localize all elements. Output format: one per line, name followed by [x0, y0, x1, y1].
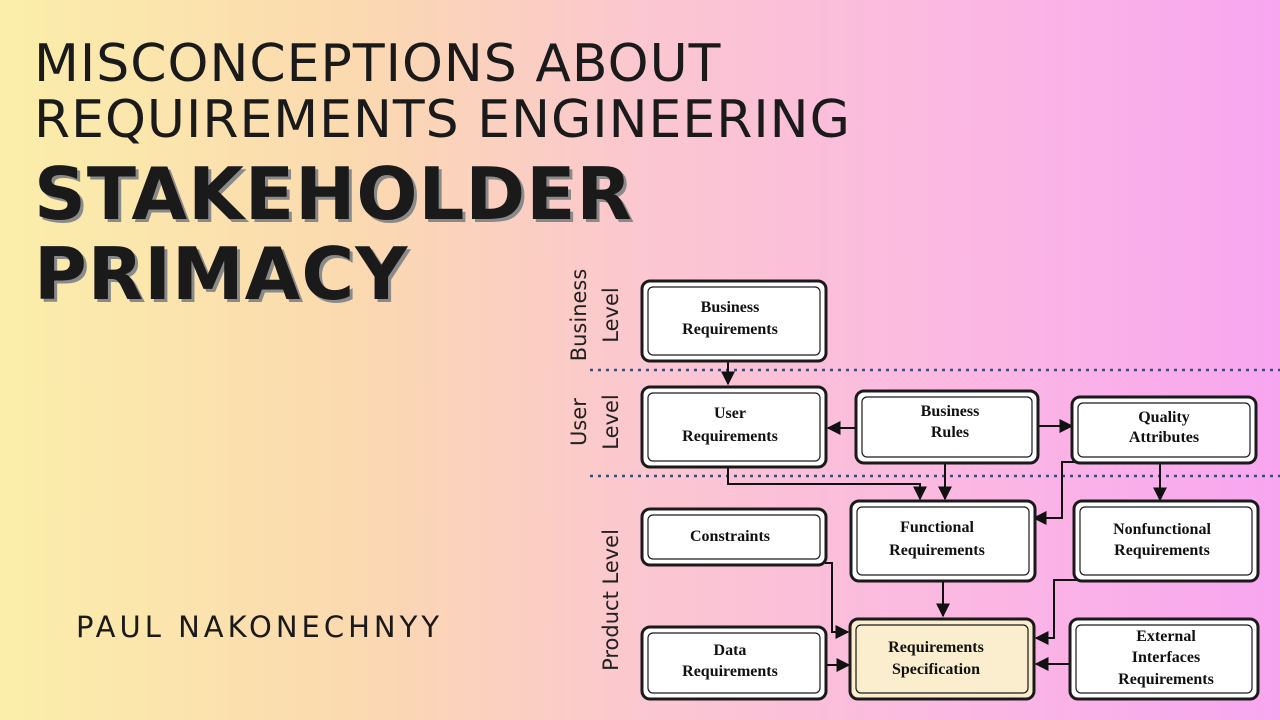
- box-external-interfaces-line-2: Interfaces: [1132, 649, 1200, 666]
- box-data-requirements: Data Requirements: [640, 625, 828, 701]
- box-requirements-specification-line-1: Requirements: [888, 639, 984, 656]
- title-line-1: MISCONCEPTIONS ABOUT: [34, 34, 722, 94]
- arrow-constraints-to-spec: [825, 562, 850, 639]
- main-title-line-1: STAKEHOLDER: [34, 152, 633, 236]
- box-functional-requirements-line-1: Functional: [900, 519, 974, 536]
- box-nonfunctional-requirements: Nonfunctional Requirements: [1072, 499, 1260, 583]
- box-constraints-line-1: Constraints: [690, 528, 770, 545]
- box-nonfunctional-requirements-line-1: Nonfunctional: [1113, 521, 1211, 538]
- level-label-business-1: Business: [567, 269, 591, 362]
- box-external-interfaces-line-1: External: [1136, 628, 1196, 645]
- arrow-user-to-functional: [727, 467, 927, 501]
- title-line-2: REQUIREMENTS ENGINEERING: [34, 90, 851, 150]
- arrow-quality-to-functional: [1032, 461, 1076, 525]
- box-business-rules-line-2: Rules: [931, 424, 969, 441]
- box-data-requirements-line-2: Requirements: [682, 663, 778, 680]
- box-functional-requirements-line-2: Requirements: [889, 542, 985, 559]
- box-data-requirements-line-1: Data: [714, 642, 747, 659]
- level-label-user-1: User: [567, 398, 591, 446]
- box-user-requirements: User Requirements: [640, 385, 828, 469]
- box-user-requirements-line-2: Requirements: [682, 428, 778, 445]
- box-external-interfaces-requirements: External Interfaces Requirements: [1068, 617, 1260, 701]
- box-user-requirements-line-1: User: [714, 405, 746, 422]
- level-label-product: Product Level: [599, 529, 623, 671]
- box-quality-attributes: Quality Attributes: [1070, 395, 1258, 465]
- box-functional-requirements: Functional Requirements: [849, 499, 1037, 583]
- main-title-line-2: PRIMACY: [34, 232, 409, 316]
- box-business-requirements-line-2: Requirements: [682, 321, 778, 338]
- connectors: [721, 360, 1167, 672]
- box-constraints: Constraints: [640, 507, 828, 567]
- box-nonfunctional-requirements-line-2: Requirements: [1114, 542, 1210, 559]
- box-business-requirements-line-1: Business: [701, 299, 760, 316]
- level-label-business-2: Level: [599, 287, 623, 342]
- level-label-user-2: Level: [599, 394, 623, 449]
- box-business-requirements: Business Requirements: [640, 279, 828, 363]
- box-business-rules: Business Rules: [854, 389, 1040, 465]
- box-business-rules-line-1: Business: [921, 403, 980, 420]
- author-name: PAUL NAKONECHNYY: [76, 610, 444, 644]
- box-external-interfaces-line-3: Requirements: [1118, 671, 1214, 688]
- box-requirements-specification: Requirements Specification: [848, 617, 1036, 701]
- box-requirements-specification-line-2: Specification: [892, 661, 980, 678]
- box-quality-attributes-line-2: Attributes: [1129, 429, 1199, 446]
- box-quality-attributes-line-1: Quality: [1138, 409, 1190, 426]
